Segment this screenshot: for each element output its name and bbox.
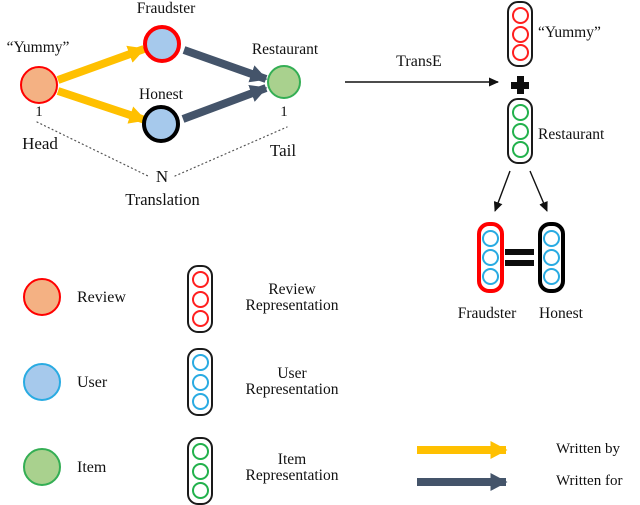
embedding-dot [191,443,209,461]
embedding-dot [191,309,209,327]
embedding-dot [482,249,499,266]
embedding-dot [482,230,499,247]
plus-icon [511,76,529,94]
legend-item-node [23,448,61,486]
embedding-dot [191,481,209,499]
honest-representation-capsule [538,222,565,293]
tail-count: 1 [280,104,288,120]
relation-n-label: N [155,167,169,186]
embedding-dot [191,290,209,308]
legend-written-for-label: Written for [556,473,623,489]
tail-label: Tail [269,141,297,160]
embedding-dot [191,271,209,289]
legend-item-representation-label: Item Representation [245,451,339,484]
honest-node [142,105,180,143]
legend-review-representation-capsule [187,265,213,333]
embedding-yummy-label: “Yummy” [538,24,601,41]
embedding-dot [543,230,560,247]
legend-user-node [23,363,61,401]
graph-fraudster-label: Fraudster [136,0,196,17]
embedding-dot [482,268,499,285]
embedding-dot [543,268,560,285]
equals-icon [505,249,534,266]
embedding-dot [511,122,529,140]
embedding-dot [191,462,209,480]
embedding-dot [543,249,560,266]
embedding-dot [511,44,529,62]
graph-yummy-label: “Yummy” [6,39,70,56]
embedding-dot [511,103,529,121]
head-label: Head [22,134,58,153]
legend-user-label: User [77,374,108,391]
embedding-dot [511,6,529,24]
split-arrow-right [529,170,548,212]
fraudster-node [143,25,181,63]
embedding-dot [191,373,209,391]
embedding-fraudster-label: Fraudster [457,305,517,322]
head-count: 1 [35,104,43,120]
item-node [267,65,301,99]
split-arrow-left [493,170,511,212]
embedding-honest-label: Honest [539,305,583,322]
embedding-dot [511,25,529,43]
yummy-representation-capsule [507,1,533,67]
legend-review-representation-label: Review Representation [245,281,339,314]
fraudster-representation-capsule [477,222,504,293]
legend-item-representation-capsule [187,437,213,505]
legend-review-node [23,278,61,316]
translation-label: Translation [125,190,200,209]
transe-label: TransE [396,53,442,70]
graph-restaurant-label: Restaurant [251,41,319,58]
legend-written-by-label: Written by [556,441,620,457]
embedding-dot [191,354,209,372]
restaurant-representation-capsule [507,98,533,164]
legend-user-representation-label: User Representation [245,365,339,398]
review-node [20,66,58,104]
legend-item-label: Item [77,459,107,476]
graph-honest-label: Honest [139,86,183,103]
embedding-dot [191,392,209,410]
embedding-dot [511,141,529,159]
legend-review-label: Review [77,289,126,306]
legend-user-representation-capsule [187,348,213,416]
embedding-restaurant-label: Restaurant [538,126,605,143]
